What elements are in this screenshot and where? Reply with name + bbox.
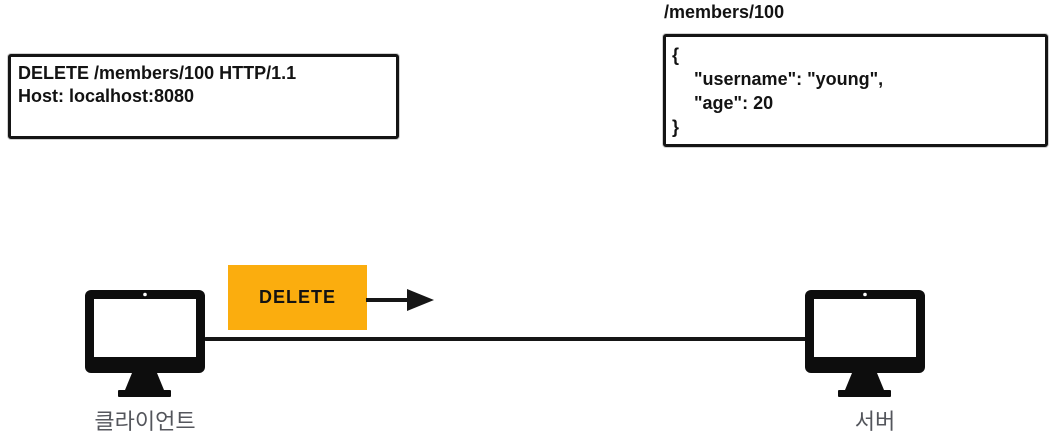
host-header-line: Host: localhost:8080 bbox=[18, 86, 195, 106]
right-arrow-icon bbox=[364, 287, 436, 318]
resource-path-label: /members/100 bbox=[664, 2, 785, 22]
json-close-brace: } bbox=[672, 117, 680, 137]
server-monitor-icon bbox=[805, 290, 925, 398]
resource-json-box: { "username": "young", "age": 20 } bbox=[663, 34, 1048, 147]
client-server-connection-line bbox=[204, 337, 808, 341]
server-label: 서버 bbox=[854, 409, 896, 434]
client-label: 클라이언트 bbox=[94, 409, 196, 434]
client-monitor-icon bbox=[85, 290, 205, 398]
delete-method-label: DELETE bbox=[258, 287, 336, 307]
request-line: DELETE /members/100 HTTP/1.1 bbox=[18, 63, 297, 83]
http-request-box: DELETE /members/100 HTTP/1.1 Host: local… bbox=[8, 54, 399, 139]
json-open-brace: { bbox=[672, 45, 680, 65]
delete-method-badge: DELETE bbox=[228, 265, 367, 330]
json-username-line: "username": "young", bbox=[694, 69, 884, 89]
json-age-line: "age": 20 bbox=[694, 93, 774, 113]
